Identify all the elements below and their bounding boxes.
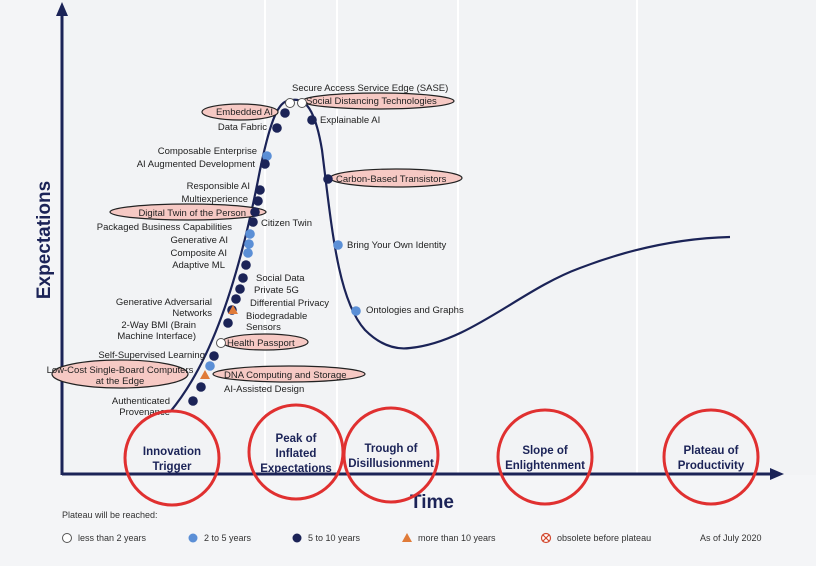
crossed-circle-icon	[540, 532, 552, 544]
open-circle-icon	[216, 338, 226, 348]
technology-label: Adaptive ML	[172, 260, 225, 271]
technology-label: AI Augmented Development	[137, 159, 256, 170]
light-blue-dot-icon	[333, 240, 343, 250]
navy-dot-icon	[250, 207, 260, 217]
legend-item-label: more than 10 years	[418, 533, 496, 543]
legend-item-label: 2 to 5 years	[204, 533, 252, 543]
light-blue-dot-icon	[243, 248, 253, 258]
navy-dot-icon	[323, 174, 333, 184]
technology-label: Multiexperience	[181, 194, 248, 205]
legend-title: Plateau will be reached:	[62, 510, 158, 520]
open-circle-icon	[297, 98, 307, 108]
technology-label: Self-Supervised Learning	[98, 350, 205, 361]
light-blue-dot-icon	[188, 533, 198, 543]
light-blue-dot-icon	[245, 229, 255, 239]
x-axis-arrow-icon	[770, 468, 784, 480]
navy-dot-icon	[292, 533, 302, 543]
highlight-oval	[212, 365, 366, 383]
technology-label: DNA Computing and Storage	[224, 370, 347, 381]
technology-label: Health Passport	[227, 338, 295, 349]
highlight-oval	[51, 359, 189, 389]
navy-dot-icon	[255, 185, 265, 195]
technology-label: Explainable AI	[320, 115, 380, 126]
navy-dot-icon	[223, 318, 233, 328]
navy-dot-icon	[260, 159, 270, 169]
technology-label: Secure Access Service Edge (SASE)	[292, 83, 448, 94]
navy-dot-icon	[253, 196, 263, 206]
plot-background	[62, 0, 816, 475]
technology-label: Citizen Twin	[261, 218, 312, 229]
legend: Plateau will be reached: less than 2 yea…	[62, 510, 762, 544]
x-axis-label: Time	[410, 492, 454, 513]
highlight-oval	[201, 103, 279, 121]
technology-label: Packaged Business Capabilities	[97, 222, 232, 233]
light-blue-dot-icon	[205, 361, 215, 371]
technology-label: Social Data	[256, 273, 305, 284]
navy-dot-icon	[248, 217, 258, 227]
orange-triangle-icon	[228, 305, 238, 314]
phase-annotation-circle	[496, 408, 594, 506]
technology-label: Composite AI	[171, 248, 228, 259]
legend-item-label: less than 2 years	[78, 533, 147, 543]
orange-triangle-icon	[200, 370, 210, 379]
phase-annotation-circle	[662, 408, 760, 506]
technology-markers	[188, 98, 361, 406]
open-circle-icon	[285, 98, 295, 108]
technology-labels: Secure Access Service Edge (SASE) Social …	[47, 83, 464, 418]
open-circle-icon	[62, 533, 72, 543]
navy-dot-icon	[280, 108, 290, 118]
y-axis-arrow-icon	[56, 2, 68, 16]
navy-dot-icon	[196, 382, 206, 392]
technology-label: Social Distancing Technologies	[306, 96, 437, 107]
technology-label: Differential Privacy	[250, 298, 329, 309]
navy-dot-icon	[209, 351, 219, 361]
technology-label: Embedded AI	[216, 107, 273, 118]
navy-dot-icon	[231, 294, 241, 304]
technology-label: Digital Twin of the Person	[138, 208, 246, 219]
phase-annotation-circle	[123, 409, 221, 507]
technology-label: Carbon-Based Transistors	[336, 174, 447, 185]
legend-item-label: obsolete before plateau	[557, 533, 651, 543]
navy-dot-icon	[188, 396, 198, 406]
technology-label: Generative AI	[170, 235, 228, 246]
navy-dot-icon	[235, 284, 245, 294]
navy-dot-icon	[238, 273, 248, 283]
orange-triangle-icon	[402, 533, 412, 542]
technology-label: Data Fabric	[218, 122, 267, 133]
light-blue-dot-icon	[262, 151, 272, 161]
technology-label: Private 5G	[254, 285, 299, 296]
navy-dot-icon	[307, 115, 317, 125]
light-blue-dot-icon	[351, 306, 361, 316]
highlight-oval	[109, 203, 267, 221]
y-axis-label: Expectations	[34, 181, 55, 299]
technology-label: Composable Enterprise	[158, 146, 257, 157]
technology-label: AI-Assisted Design	[224, 384, 304, 395]
technology-label: Ontologies and Graphs	[366, 305, 464, 316]
highlight-ovals	[51, 92, 463, 389]
navy-dot-icon	[272, 123, 282, 133]
light-blue-dot-icon	[244, 239, 254, 249]
as-of-date: As of July 2020	[700, 533, 762, 543]
technology-label: Bring Your Own Identity	[347, 240, 447, 251]
navy-dot-icon	[241, 260, 251, 270]
technology-label: Responsible AI	[187, 181, 250, 192]
phase-annotation-circle	[342, 406, 440, 504]
legend-item-label: 5 to 10 years	[308, 533, 361, 543]
